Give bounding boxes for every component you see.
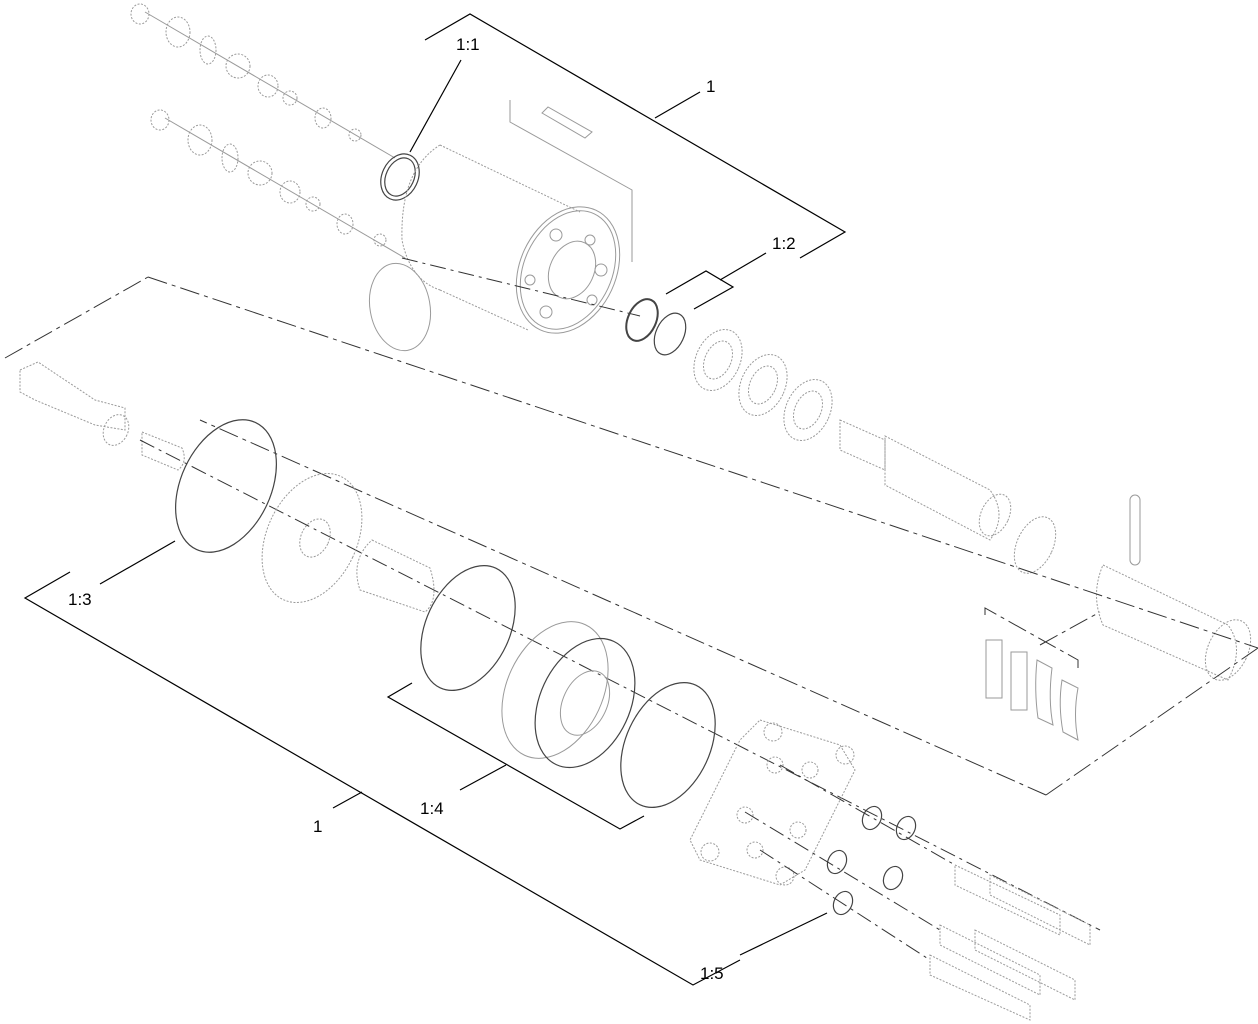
callout-1-2: 1:2 [772, 234, 796, 253]
valve-sleeve [1096, 494, 1252, 681]
centering-springs [984, 607, 1101, 741]
housing [368, 144, 641, 352]
callout-1-4: 1:4 [420, 799, 444, 818]
bracket-1-top [424, 13, 847, 259]
callout-1-top: 1 [706, 77, 716, 96]
bracket-1-bottom [23, 540, 828, 986]
bracket-1-2 [665, 252, 767, 310]
spool-shaft [839, 419, 1057, 574]
drive-shaft [19, 361, 1101, 931]
o-ring-1-3 [175, 419, 277, 553]
callout-1-3: 1:3 [68, 590, 92, 609]
callout-1-bottom: 1 [313, 817, 323, 836]
o-ring-1-1 [380, 153, 420, 201]
o-rings-1-5 [826, 805, 917, 916]
check-valve-upper [130, 3, 396, 159]
check-valve-lower [150, 109, 406, 259]
o-ring-1-4a [420, 565, 516, 691]
fittings [744, 764, 1091, 1021]
end-cap [689, 719, 856, 886]
drive-link [356, 539, 435, 613]
key-pin [509, 100, 633, 262]
bracket-1-4 [386, 682, 645, 830]
wear-plate [261, 473, 363, 603]
o-ring-1-4b [620, 682, 716, 808]
thrust-washers [693, 329, 833, 441]
callout-1-1: 1:1 [456, 35, 480, 54]
callout-1-5: 1:5 [700, 964, 724, 983]
leader-1-1 [409, 59, 462, 153]
gerotor-1-4 [501, 621, 636, 769]
shaft-seal-1-2 [625, 298, 687, 356]
